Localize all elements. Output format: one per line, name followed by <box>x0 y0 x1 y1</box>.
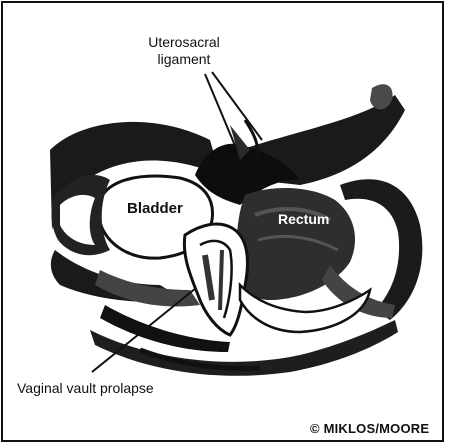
uterosacral-pointer-2 <box>212 72 262 140</box>
uterosacral-label-line2: ligament <box>124 51 244 68</box>
rectum-label: Rectum <box>278 211 329 228</box>
copyright-credit: © MIKLOS/MOORE <box>310 420 429 437</box>
bladder-label: Bladder <box>127 200 183 217</box>
uterosacral-label-line1: Uterosacral <box>124 34 244 51</box>
uterosacral-ligament-label: Uterosacral ligament <box>124 34 244 68</box>
vaginal-vault-prolapse-label: Vaginal vault prolapse <box>17 380 154 397</box>
